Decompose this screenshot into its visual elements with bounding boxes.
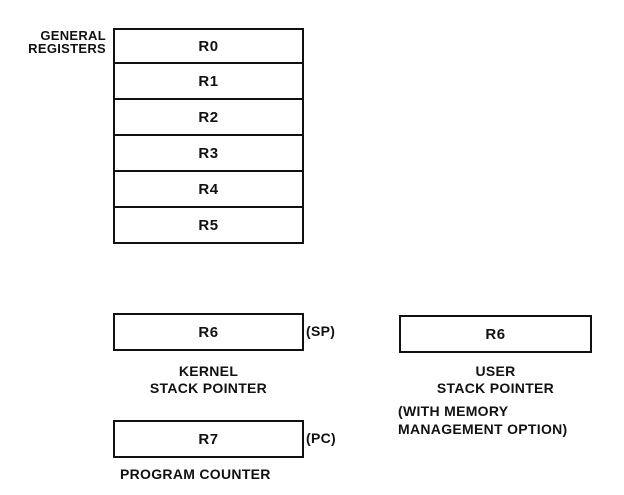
register-r2-label: R2 — [198, 108, 219, 126]
general-register-stack: R0 R1 R2 R3 R4 R5 — [113, 28, 304, 244]
kernel-sp-caption-line1: KERNEL — [178, 363, 239, 379]
register-r3-label: R3 — [198, 144, 219, 162]
kernel-sp-register-label: R6 — [198, 323, 219, 341]
pc-register-label: R7 — [198, 430, 219, 448]
register-r0: R0 — [113, 28, 304, 64]
register-r5: R5 — [113, 208, 304, 244]
user-sp-register-box: R6 — [399, 315, 592, 353]
register-r4: R4 — [113, 172, 304, 208]
register-r1: R1 — [113, 64, 304, 100]
user-sp-caption-line2: STACK POINTER — [436, 380, 555, 396]
register-r0-label: R0 — [198, 37, 219, 55]
pc-tag: (PC) — [306, 430, 336, 446]
user-sp-caption-line4: MANAGEMENT OPTION) — [398, 421, 568, 437]
register-r4-label: R4 — [198, 180, 219, 198]
register-r1-label: R1 — [198, 72, 219, 90]
kernel-sp-register-box: R6 — [113, 313, 304, 351]
pc-caption: PROGRAM COUNTER — [120, 466, 271, 482]
user-sp-register-label: R6 — [485, 325, 506, 343]
user-sp-caption-line1: USER — [475, 363, 516, 379]
general-registers-label-line1: GENERAL — [40, 28, 106, 43]
pc-register-box: R7 — [113, 420, 304, 458]
general-registers-label-line2: REGISTERS — [28, 41, 106, 56]
kernel-sp-tag: (SP) — [306, 323, 336, 339]
register-r3: R3 — [113, 136, 304, 172]
user-sp-caption-line3: (WITH MEMORY — [398, 403, 509, 419]
kernel-sp-caption-line2: STACK POINTER — [149, 380, 268, 396]
register-r5-label: R5 — [198, 216, 219, 234]
register-r2: R2 — [113, 100, 304, 136]
